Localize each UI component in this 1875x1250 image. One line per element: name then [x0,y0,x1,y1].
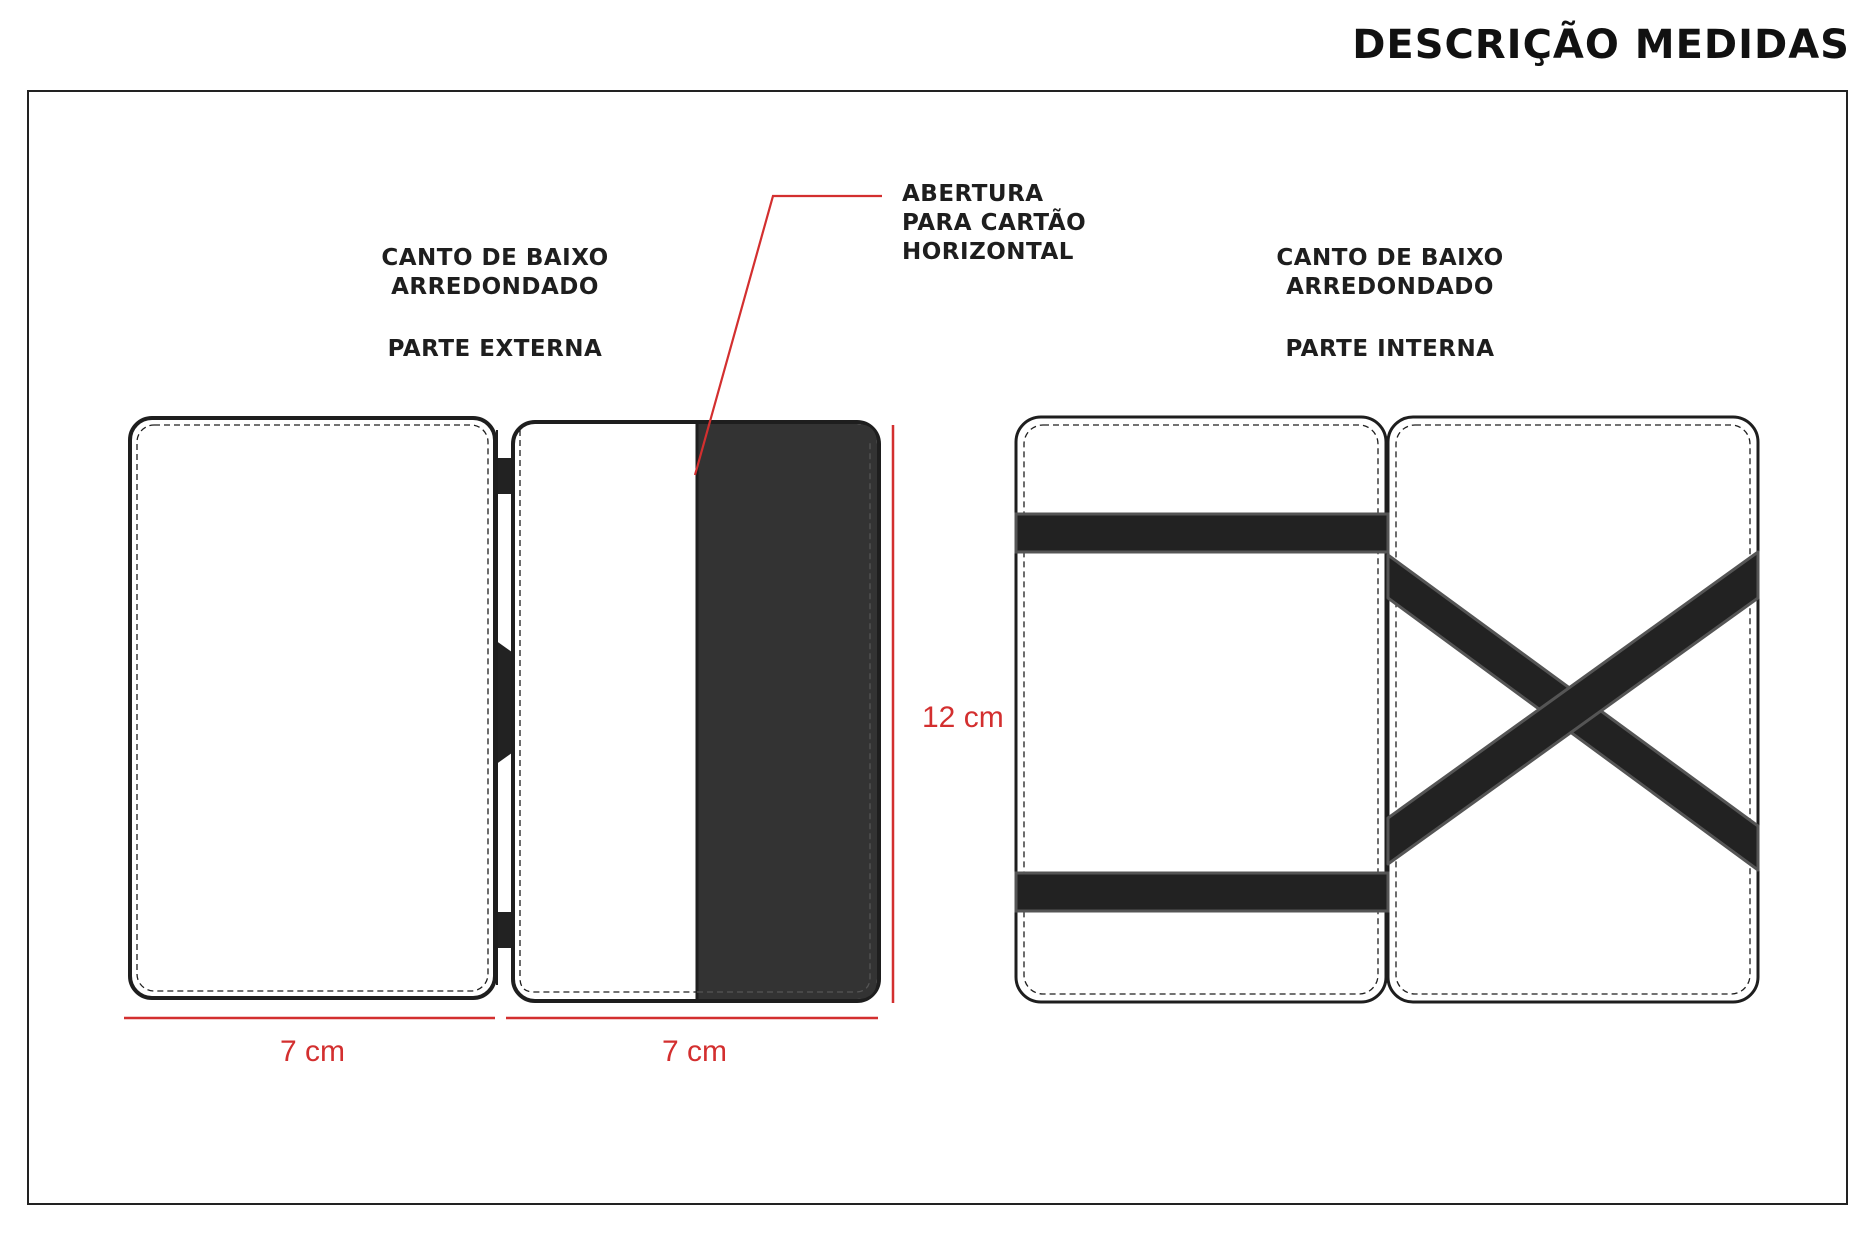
strap-cross-up [1386,550,1760,866]
hinge-band-bottom [493,912,516,948]
width-label-left: 7 cm [280,1035,346,1068]
right-part-label: PARTE INTERNA [1285,336,1495,362]
right-corner-line2: ARREDONDADO [1286,274,1494,300]
page-title: DESCRIÇÃO MEDIDAS [1352,22,1850,68]
callout-leader-line [693,194,882,476]
left-part-label: PARTE EXTERNA [387,336,603,362]
card-slot-stitch [697,440,871,993]
callout-line2: PARA CARTÃO [902,210,1087,236]
strap-top [1014,512,1390,554]
external-back-panel [128,416,497,1000]
external-back-stitch [136,424,489,992]
callout-label: ABERTURA PARA CARTÃO HORIZONTAL [902,180,1086,267]
internal-left-stitch [1023,424,1379,995]
card-slot-panel [697,424,877,999]
external-front-stitch [519,430,697,993]
strap-bottom [1014,871,1390,913]
callout-line1: ABERTURA [902,181,1044,207]
width-label-right: 7 cm [662,1035,728,1068]
height-label: 12 cm [922,701,1004,734]
right-corner-label: CANTO DE BAIXO ARREDONDADO [1265,244,1515,302]
internal-left-panel [1014,415,1388,1004]
callout-line3: HORIZONTAL [902,239,1074,265]
left-corner-label: CANTO DE BAIXO ARREDONDADO [370,244,620,302]
right-corner-line1: CANTO DE BAIXO [1276,245,1504,271]
hinge-band-middle [495,640,516,765]
internal-right-stitch [1395,424,1751,995]
diagram-frame [27,90,1848,1205]
left-corner-line2: ARREDONDADO [391,274,599,300]
hinge-band-top [493,458,516,494]
left-corner-line1: CANTO DE BAIXO [381,245,609,271]
